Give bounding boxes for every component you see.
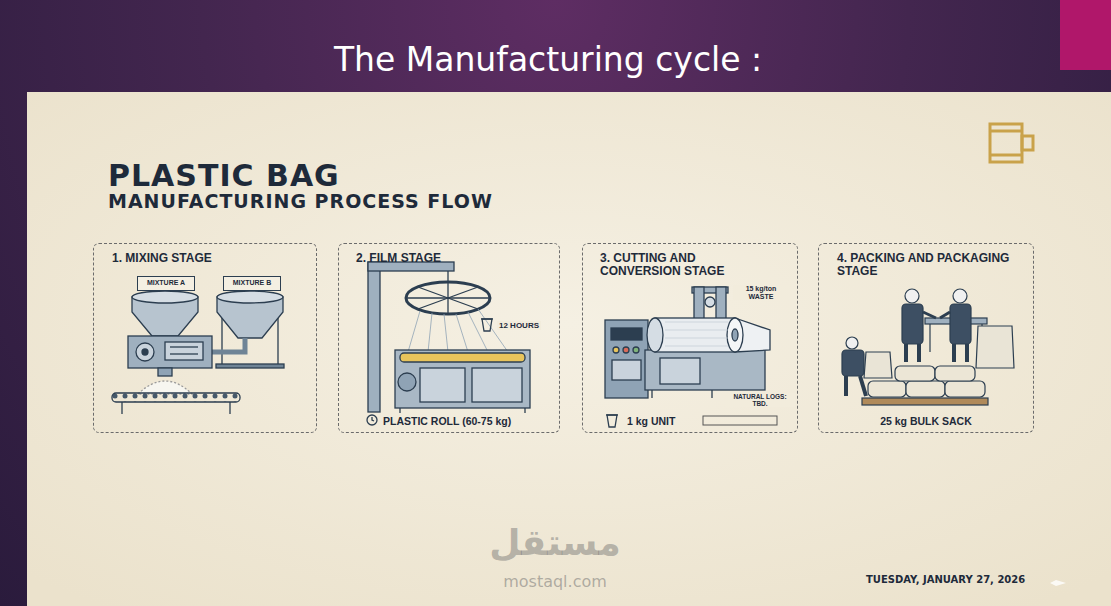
- stage-note: 25 kg BULK SACK: [819, 415, 1033, 427]
- stage-heading: 2. FILM STAGE: [356, 252, 546, 265]
- tag-text: MIXTURE B: [224, 278, 280, 287]
- stage-box: 2. FILM STAGE 12 HOURS PLASTIC ROLL (60-75…: [338, 243, 560, 433]
- poster-subheading: MANUFACTURING PROCESS FLOW: [108, 190, 493, 212]
- mixture-tag: MIXTURE A: [137, 276, 195, 291]
- stage-note: 12 HOURS: [497, 321, 541, 330]
- stage-note: PLASTIC ROLL (60-75 kg): [383, 415, 511, 427]
- watermark-url: mostaql.com: [455, 572, 655, 591]
- stage-heading: 1. MIXING STAGE: [112, 252, 302, 265]
- film-machine: [367, 262, 530, 425]
- corner-block: [1060, 0, 1111, 70]
- corner-icon: [990, 124, 1033, 162]
- slide-title: The Manufacturing cycle :: [0, 40, 1096, 79]
- poster-panel: [27, 92, 1111, 606]
- stage-box: 4. PACKING AND PACKAGING STAGE 25 kg BULK…: [818, 243, 1034, 433]
- watermark-arabic: مستقل: [455, 522, 655, 563]
- stage-heading: 3. CUTTING AND CONVERSION STAGE: [600, 252, 760, 277]
- stage-note: 15 kg/ton WASTE: [733, 285, 789, 300]
- stage-box: 3. CUTTING AND CONVERSION STAGE 15 kg/ton…: [582, 243, 798, 433]
- mixer-illustration: [112, 291, 284, 414]
- packing-scene: [842, 289, 1014, 405]
- stage-box: 1. MIXING STAGE MIXTURE A MIXTURE B: [93, 243, 317, 433]
- mixture-tag: MIXTURE B: [223, 276, 281, 291]
- sparkle-mark: [1050, 580, 1066, 586]
- stage-heading: 4. PACKING AND PACKAGING STAGE: [837, 252, 1017, 277]
- stage-note: NATURAL LOGS: TBD.: [725, 393, 795, 407]
- tag-text: MIXTURE A: [138, 278, 194, 287]
- stage-note: 1 kg UNIT: [627, 415, 675, 427]
- date-label: TUESDAY, JANUARY 27, 2026: [866, 574, 1025, 585]
- poster-heading: PLASTIC BAG: [108, 158, 340, 193]
